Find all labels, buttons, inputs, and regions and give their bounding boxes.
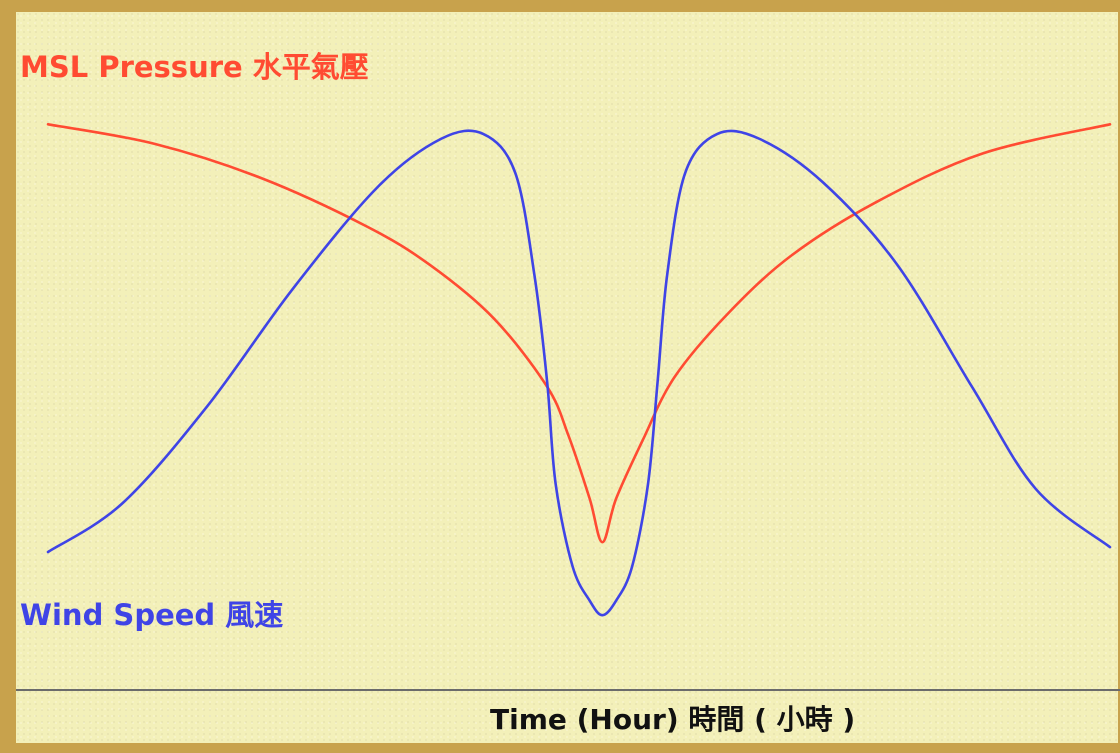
wind-series-label: Wind Speed 風速 xyxy=(20,598,283,632)
wind-series-line xyxy=(46,129,1112,617)
pressure-series-line xyxy=(46,123,1112,544)
pressure-series-label: MSL Pressure 水平氣壓 xyxy=(20,50,369,84)
plot-area xyxy=(46,123,1112,617)
x-axis-label: Time (Hour) 時間 ( 小時 ) xyxy=(490,703,855,736)
